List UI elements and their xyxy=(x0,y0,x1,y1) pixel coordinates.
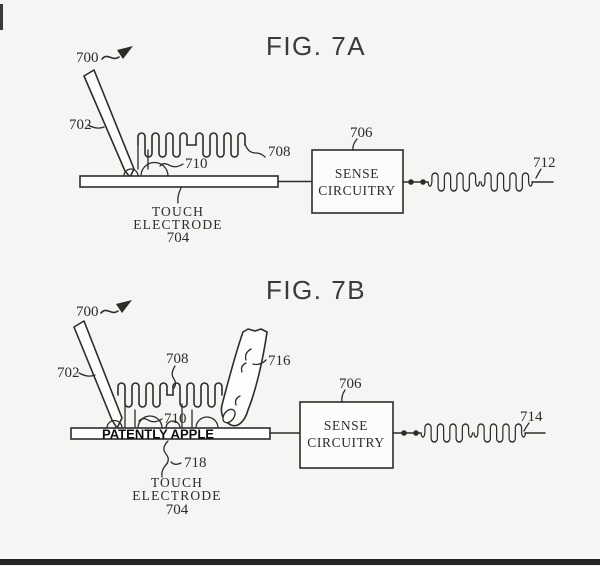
contact-arc-small xyxy=(106,419,123,429)
ref-label-716: 716 xyxy=(268,353,291,369)
leader-702 xyxy=(78,372,96,377)
touch-electrode-bar xyxy=(79,175,279,188)
finger-wrinkle xyxy=(234,395,241,406)
leader-706 xyxy=(341,389,346,403)
ref-label-718: 718 xyxy=(184,455,207,471)
contact-arc-large xyxy=(140,161,169,177)
ref-label-712: 712 xyxy=(533,155,556,171)
connection-dot xyxy=(401,430,407,436)
reference-arrowhead-icon xyxy=(116,300,132,313)
ref-label-706: 706 xyxy=(350,125,373,141)
leader-712 xyxy=(535,168,542,179)
connection-dot xyxy=(413,430,419,436)
bottom-edge-border xyxy=(0,559,600,565)
ref-label-704: 704 xyxy=(167,230,190,246)
leader-702 xyxy=(87,124,105,129)
reference-arrow-icon xyxy=(101,55,120,60)
leader-708 xyxy=(171,365,177,389)
leader-708 xyxy=(244,143,266,158)
figure-7a: FIG. 7A 700 702 708 710 TOUCH ELECTRODE … xyxy=(69,31,556,246)
reference-arrowhead-icon xyxy=(117,46,133,59)
touch-electrode-label-2: ELECTRODE xyxy=(132,488,222,503)
contact-arc-small xyxy=(165,420,181,429)
sense-circuitry-box xyxy=(311,149,404,214)
ref-label-710: 710 xyxy=(185,156,208,172)
stylus-graphic xyxy=(83,69,135,178)
ref-label-704: 704 xyxy=(166,502,189,518)
figure-7b: FIG. 7B 700 702 716 708 710 xyxy=(57,275,546,518)
ref-label-700: 700 xyxy=(76,50,99,66)
touch-electrode-label-2: ELECTRODE xyxy=(133,217,223,232)
leader-704 xyxy=(161,440,169,478)
ref-label-702: 702 xyxy=(69,117,92,133)
ref-label-708: 708 xyxy=(268,144,291,160)
fingernail xyxy=(222,408,236,424)
connection-dot xyxy=(408,179,414,185)
fig-7a-title: FIG. 7A xyxy=(266,31,366,61)
touch-electrode-label-1: TOUCH xyxy=(152,204,204,219)
ref-label-714: 714 xyxy=(520,409,543,425)
fig-7b-title: FIG. 7B xyxy=(266,275,366,305)
leader-718 xyxy=(170,461,182,465)
watermark-text: PATENTLY APPLE xyxy=(102,427,214,442)
leader-710 xyxy=(138,418,163,423)
sense-circuitry-label-2: CIRCUITRY xyxy=(307,435,384,450)
finger-wrinkle xyxy=(244,348,252,361)
reference-arrow-icon xyxy=(100,309,119,314)
sense-circuitry-label-1: SENSE xyxy=(324,418,368,433)
contact-arc-large xyxy=(137,415,163,429)
sense-circuitry-label-1: SENSE xyxy=(335,166,379,181)
leader-714 xyxy=(523,422,530,432)
leader-710 xyxy=(159,163,184,168)
connection-dot xyxy=(420,179,426,185)
leader-706 xyxy=(352,138,358,151)
sense-circuitry-box xyxy=(299,401,394,469)
finger-wrinkle xyxy=(240,362,247,373)
ref-label-708: 708 xyxy=(166,351,189,367)
leader-704 xyxy=(177,187,182,204)
ref-label-706: 706 xyxy=(339,376,362,392)
leader-716 xyxy=(252,359,267,366)
ref-label-700: 700 xyxy=(76,304,99,320)
sense-circuitry-label-2: CIRCUITRY xyxy=(318,183,395,198)
finger-graphic xyxy=(220,328,268,427)
ref-label-702: 702 xyxy=(57,365,80,381)
contact-arc-large xyxy=(195,416,219,429)
left-edge-mark xyxy=(0,4,3,30)
contact-arc-small xyxy=(123,168,139,177)
ref-label-710: 710 xyxy=(164,411,187,427)
touch-electrode-label-1: TOUCH xyxy=(151,475,203,490)
